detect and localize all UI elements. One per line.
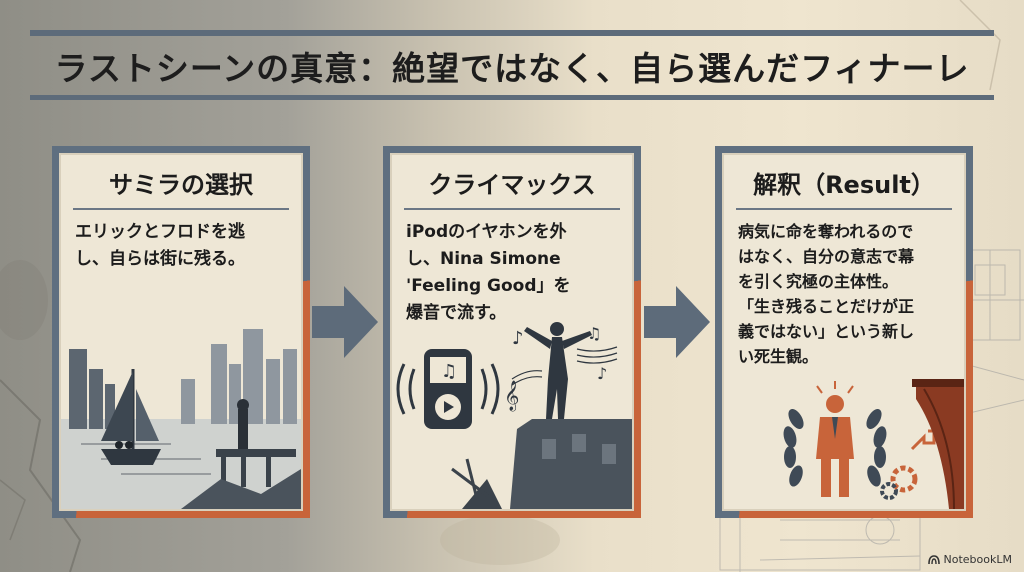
svg-text:♪: ♪ bbox=[512, 328, 524, 349]
panel-card: サミラの選択 エリックとフロドを逃 し、自らは街に残る。 bbox=[59, 153, 303, 511]
sailboat-city-illustration bbox=[61, 329, 301, 509]
panel-body: iPodのイヤホンを外 し、Nina Simone 'Feeling Good」… bbox=[406, 222, 571, 323]
ipod-music-illustration: ♫ ♪ ♫ 𝄞 ♪ bbox=[396, 322, 632, 509]
arrow-right-icon bbox=[644, 286, 710, 358]
panel-card: 解釈（Result） 病気に命を奪われるので はなく、自分の意志で幕 を引く究極… bbox=[722, 153, 966, 511]
laurel-figure-illustration bbox=[783, 379, 964, 509]
svg-text:♫: ♫ bbox=[441, 361, 457, 382]
panel-samira-choice: サミラの選択 エリックとフロドを逃 し、自らは街に残る。 bbox=[52, 146, 310, 518]
panel-body: エリックとフロドを逃 し、自らは街に残る。 bbox=[75, 222, 245, 269]
panel-card: クライマックス iPodのイヤホンを外 し、Nina Simone 'Feeli… bbox=[390, 153, 634, 511]
panel-title: サミラの選択 bbox=[73, 165, 289, 210]
title-bar: ラストシーンの真意：絶望ではなく、自ら選んだフィナーレ bbox=[30, 30, 994, 100]
svg-text:𝄞: 𝄞 bbox=[504, 380, 519, 412]
panel-climax: クライマックス iPodのイヤホンを外 し、Nina Simone 'Feeli… bbox=[383, 146, 641, 518]
brand-label: NotebookLM bbox=[943, 553, 1012, 566]
panel-interpretation: 解釈（Result） 病気に命を奪われるので はなく、自分の意志で幕 を引く究極… bbox=[715, 146, 973, 518]
panel-title: クライマックス bbox=[404, 165, 620, 210]
notebooklm-logo-icon bbox=[927, 554, 940, 564]
panel-title: 解釈（Result） bbox=[736, 165, 952, 210]
panel-body: 病気に命を奪われるので はなく、自分の意志で幕 を引く究極の主体性。 「生き残る… bbox=[738, 222, 915, 366]
svg-text:♫: ♫ bbox=[587, 324, 601, 343]
slide-title: ラストシーンの真意：絶望ではなく、自ら選んだフィナーレ bbox=[54, 48, 970, 88]
svg-text:♪: ♪ bbox=[597, 364, 607, 383]
arrow-right-icon bbox=[312, 286, 378, 358]
brand-watermark: NotebookLM bbox=[927, 553, 1012, 566]
